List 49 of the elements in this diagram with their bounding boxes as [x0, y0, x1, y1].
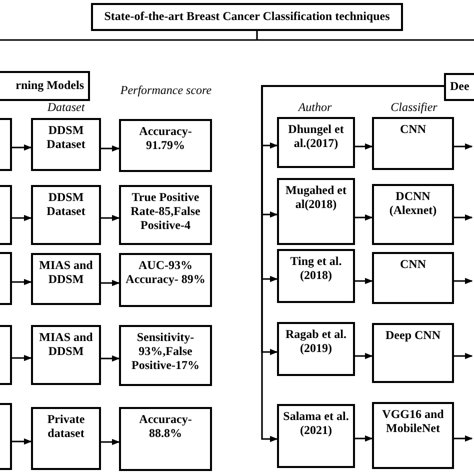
arrow [101, 355, 120, 362]
author-box: Ragab et al. (2019) [277, 322, 355, 376]
score-box: Sensitivity- 93%,False Positive-17% [119, 325, 212, 386]
arrow [101, 438, 120, 446]
classifier-box: CNN [372, 252, 454, 304]
score-box: Accuracy- 91.79% [119, 119, 212, 172]
column-heading: Performance score [119, 84, 213, 98]
arrow [355, 143, 373, 150]
arrow [12, 438, 32, 445]
column-heading: Author [296, 101, 333, 114]
score-box: Accuracy- 88.8% [119, 407, 212, 471]
arrow [454, 352, 473, 360]
arrow [261, 85, 444, 442]
arrow [12, 214, 32, 222]
arrow [355, 214, 373, 221]
dataset-box: Private dataset [31, 407, 101, 470]
author-box: Salama et al.(2021) [277, 404, 355, 468]
author-box: Mugahed et al(2018) [277, 178, 355, 245]
arrow [355, 352, 373, 360]
arrow [454, 435, 473, 442]
dataset-box: MIAS and DDSM [31, 253, 101, 305]
author-box: Dhungel et al.(2017) [277, 117, 355, 168]
section-header-box: rning Models [0, 71, 90, 101]
author-box: Ting et al. (2018) [277, 249, 355, 303]
arrow [101, 214, 120, 222]
classifier-box: Deep CNN [372, 323, 454, 383]
classifier-box: CNN [372, 117, 454, 170]
title-box: State-of-the-art Breast Cancer Classification techniques [91, 3, 403, 31]
dataset-box: MIAS and DDSM [31, 325, 101, 385]
arrow [355, 435, 373, 442]
dataset-box: DDSM Dataset [31, 118, 101, 171]
arrow [101, 145, 120, 152]
arrow [101, 280, 120, 286]
dataset-box: DDSM Dataset [31, 185, 101, 245]
arrow [12, 144, 32, 151]
classifier-box: DCNN (Alexnet) [372, 184, 454, 245]
column-heading: Dataset [46, 101, 86, 114]
arrow [454, 214, 473, 221]
arrow [355, 278, 373, 284]
connector-line [0, 30, 474, 41]
arrow [454, 143, 473, 150]
score-box: True Positive Rate-85,False Positive-4 [119, 185, 212, 245]
score-box: AUC-93% Accuracy- 89% [119, 253, 212, 307]
arrow [454, 278, 473, 284]
column-heading: Classifier [390, 101, 438, 114]
classifier-box: VGG16 and MobileNet [372, 402, 454, 469]
section-header-box: Dee [444, 73, 474, 101]
arrow [12, 354, 32, 362]
arrow [12, 278, 32, 286]
